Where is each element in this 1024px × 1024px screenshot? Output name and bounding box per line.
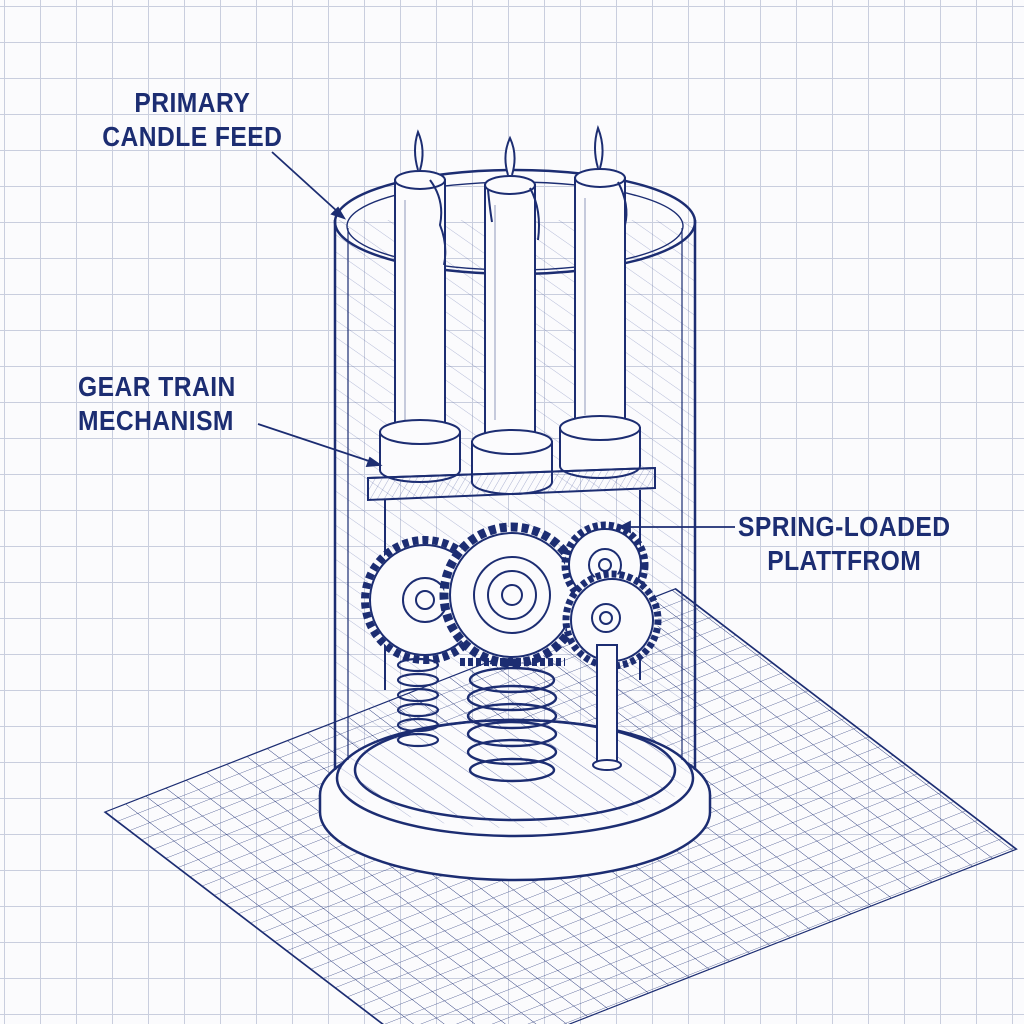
label-primary-candle-feed-line2: CANDLE FEED [102, 121, 283, 152]
label-spring-platform-line2: PLATTFROM [767, 545, 922, 576]
support-rod-right [592, 644, 622, 771]
label-gear-train-line2: MECHANISM [78, 405, 234, 436]
candle-right [574, 124, 628, 434]
spring-center [466, 666, 558, 783]
label-primary-candle-feed-line1: PRIMARY [134, 87, 251, 118]
candle-cups [379, 415, 641, 495]
spring-left [396, 657, 440, 748]
label-spring-loaded-platform: SPRING-LOADED PLATTFROM [738, 510, 950, 578]
candle-center [484, 135, 540, 446]
label-gear-train-mechanism: GEAR TRAIN MECHANISM [78, 370, 236, 438]
gear-center [439, 522, 585, 668]
leader-lines [257, 151, 735, 534]
candle-left [394, 129, 447, 441]
label-primary-candle-feed: PRIMARY CANDLE FEED [102, 86, 282, 154]
gear-right-bottom [562, 570, 662, 670]
label-spring-platform-line1: SPRING-LOADED [738, 511, 951, 542]
label-gear-train-line1: GEAR TRAIN [78, 371, 236, 402]
